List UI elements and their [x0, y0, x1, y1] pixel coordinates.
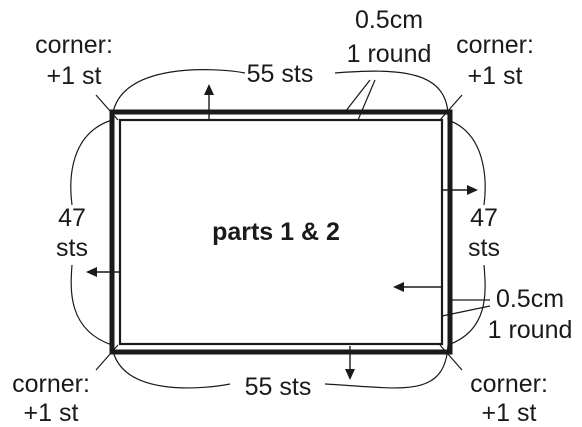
- arrow-up-icon: [204, 84, 214, 95]
- arrow-down-icon: [345, 369, 355, 380]
- right-bracket-curve-top: [447, 119, 486, 206]
- diagram-title: parts 1 & 2: [212, 218, 340, 246]
- top-bracket-curve: [111, 69, 246, 121]
- border-top-label-1: 0.5cm: [355, 6, 423, 34]
- bottom-bracket-curve-right: [324, 344, 449, 389]
- right-count-unit: sts: [468, 234, 500, 262]
- top-bracket-curve-right: [334, 70, 449, 121]
- corner-br-label-2: +1 st: [482, 399, 537, 427]
- arrow-right-icon: [467, 185, 478, 195]
- bottom-bracket-curve: [111, 344, 231, 389]
- border-round-outer: [109, 109, 453, 355]
- left-bracket-curve-bottom: [70, 264, 113, 346]
- left-count-unit: sts: [56, 234, 88, 262]
- border-top-label-2: 1 round: [347, 40, 432, 68]
- corner-bl-label-2: +1 st: [24, 399, 79, 427]
- border-top-pointer-2: [357, 79, 376, 121]
- right-count-num: 47: [470, 204, 498, 232]
- bottom-count-label: 55 sts: [245, 373, 312, 401]
- corner-tl-label-1: corner:: [35, 31, 113, 59]
- corner-tl-label-2: +1 st: [47, 62, 102, 90]
- corner-tr-pointer: [439, 94, 463, 121]
- parts-body-rect: [118, 118, 444, 346]
- corner-tr-label-1: corner:: [456, 31, 534, 59]
- arrow-inner-left-icon: [393, 282, 404, 292]
- right-bracket-curve-bottom: [447, 264, 486, 346]
- border-right-label-1: 0.5cm: [496, 285, 564, 313]
- border-right-pointer-2: [441, 305, 491, 317]
- corner-bl-label-1: corner:: [12, 370, 90, 398]
- left-count-num: 47: [58, 204, 86, 232]
- corner-br-pointer: [439, 344, 463, 371]
- border-top-pointer-1: [344, 79, 371, 113]
- arrow-left-icon: [86, 267, 97, 277]
- left-bracket-curve-top: [70, 119, 113, 206]
- corner-br-label-1: corner:: [470, 370, 548, 398]
- top-count-label: 55 sts: [247, 60, 314, 88]
- border-right-label-2: 1 round: [488, 316, 573, 344]
- corner-tr-label-2: +1 st: [468, 62, 523, 90]
